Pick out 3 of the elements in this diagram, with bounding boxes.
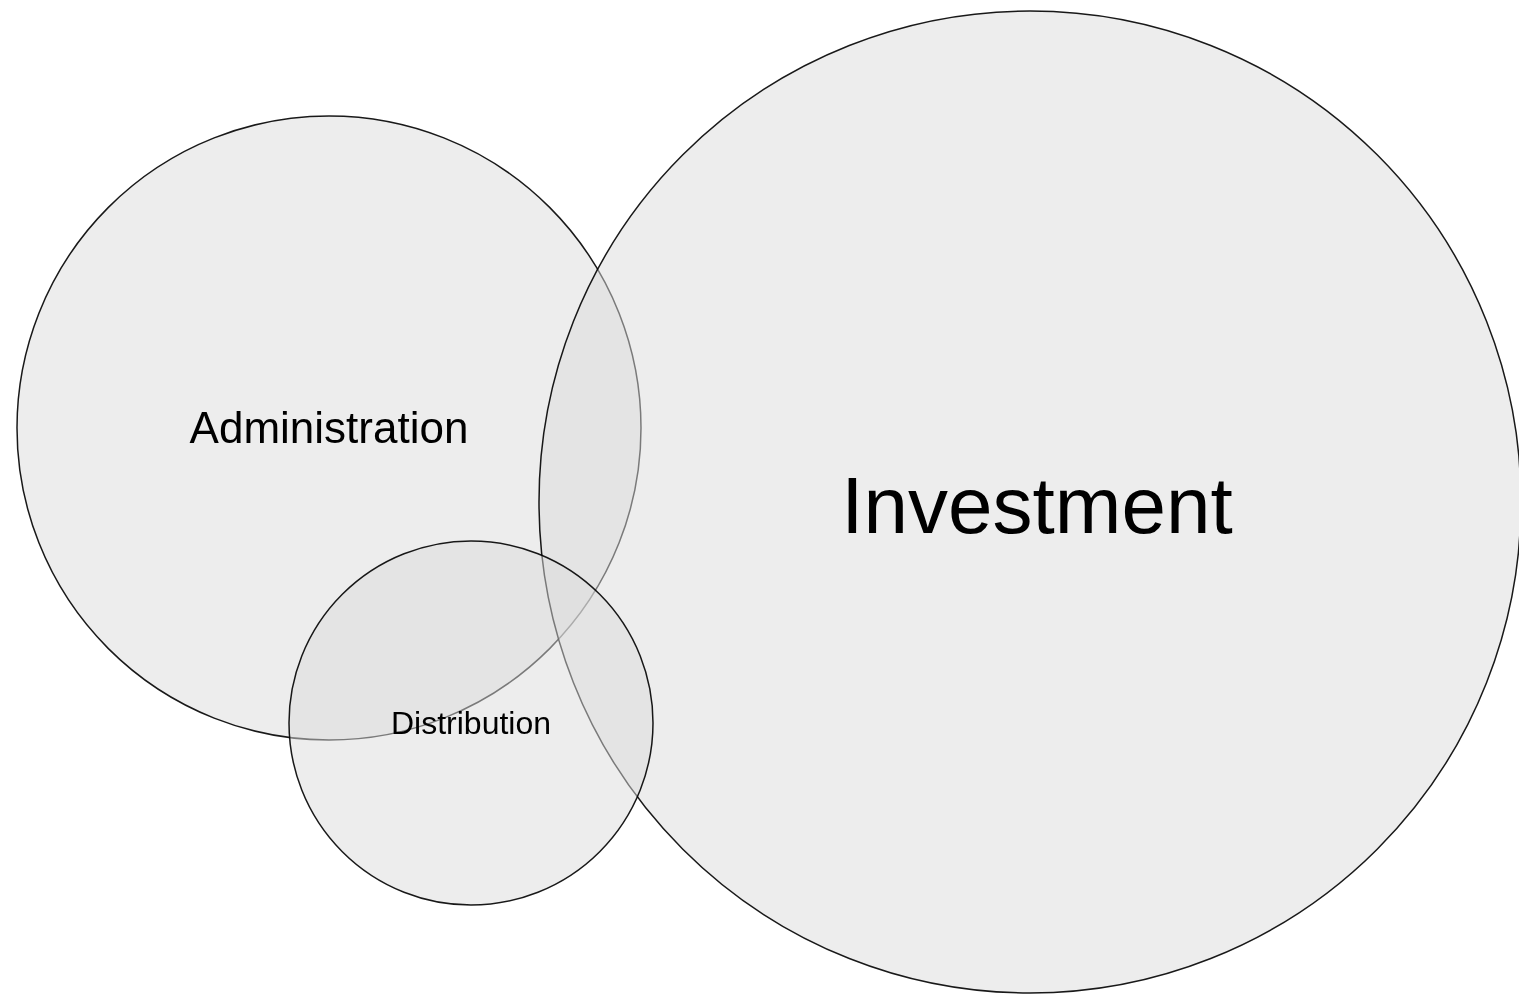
circle-label: Distribution <box>390 704 552 742</box>
circle-label: Administration <box>189 403 469 453</box>
circle-label: Investment <box>841 460 1233 552</box>
